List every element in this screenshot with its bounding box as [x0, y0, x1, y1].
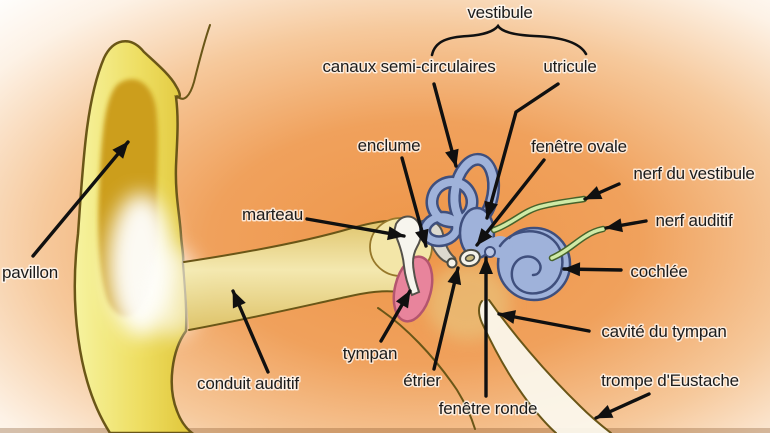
label-conduit-auditif: conduit auditif — [197, 374, 299, 393]
label-enclume: enclume — [358, 136, 421, 155]
oval-window-shape — [484, 246, 496, 258]
label-cochlee: cochlée — [630, 262, 687, 281]
ear-canal-top-edge — [183, 219, 395, 263]
label-etrier: étrier — [403, 371, 441, 390]
label-vestibule: vestibule — [467, 3, 532, 22]
arrow-fenetre-ovale — [475, 158, 546, 247]
auditory-nerve-shape — [548, 225, 607, 262]
arrow-canaux-semi-circulaires — [432, 82, 459, 168]
arrow-trompe-eustache — [594, 392, 651, 420]
eustachian-tube-lower-wall — [478, 300, 557, 433]
label-fenetre-ovale: fenêtre ovale — [531, 137, 627, 156]
jaw-line — [377, 307, 476, 430]
eustachian-tube-shape — [479, 300, 611, 433]
arrow-etrier — [432, 266, 462, 371]
cochlea-shape — [496, 226, 572, 302]
label-canaux-semi-circulaires: canaux semi-circulaires — [322, 57, 495, 76]
label-fenetre-ronde: fenêtre ronde — [439, 399, 538, 418]
arrow-tympan — [379, 289, 412, 343]
scalp-line — [176, 24, 211, 100]
eustachian-tube-upper-wall — [488, 299, 612, 433]
label-marteau: marteau — [242, 205, 303, 224]
cochlea-spiral — [498, 230, 564, 295]
label-trompe-eustache: trompe d'Eustache — [601, 371, 739, 390]
arrow-conduit-auditif — [231, 289, 270, 374]
bottom-edge-shade — [0, 428, 770, 433]
label-nerf-auditif: nerf auditif — [656, 211, 733, 230]
label-utricule: utricule — [543, 57, 596, 76]
arrow-utricule — [484, 82, 560, 220]
vestibule-brace — [430, 23, 588, 57]
vestibular-nerve-shape — [490, 195, 588, 234]
label-nerf-du-vestibule: nerf du vestibule — [633, 164, 754, 183]
label-tympan: tympan — [343, 344, 398, 363]
ear-canal-bottom-edge — [188, 290, 400, 331]
arrow-marteau — [305, 217, 406, 241]
arrow-nerf-du-vestibule — [583, 182, 621, 201]
label-cavite-du-tympan: cavité du tympan — [601, 322, 726, 341]
label-pavillon: pavillon — [2, 263, 58, 282]
arrow-cavite-du-tympan — [497, 310, 591, 333]
arrow-enclume — [400, 156, 429, 248]
arrow-cochlee — [562, 262, 623, 277]
arrow-nerf-auditif — [604, 218, 648, 233]
arrow-pavillon — [31, 140, 130, 258]
